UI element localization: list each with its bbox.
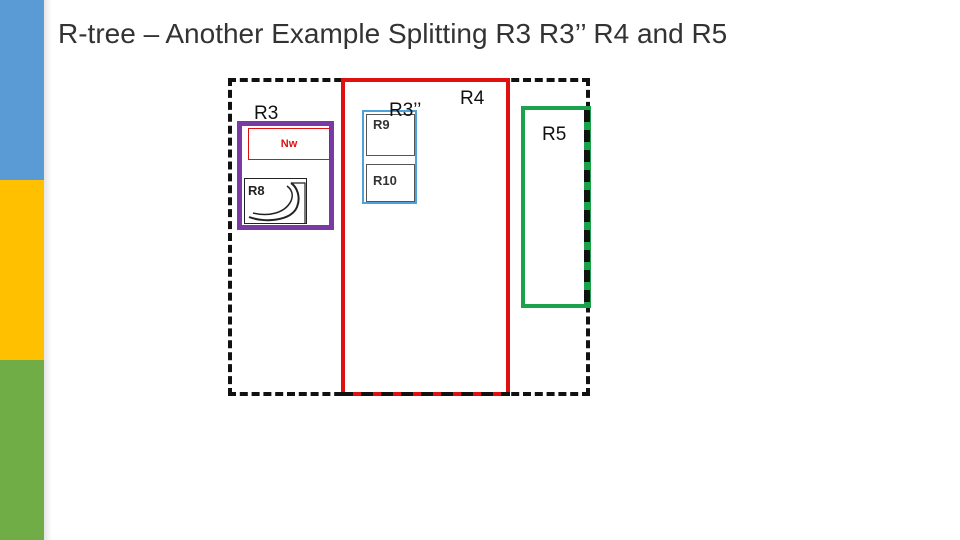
- r10-box: R10: [366, 164, 415, 202]
- r9-label: R9: [373, 117, 390, 132]
- r3pp-label: R3’’: [389, 100, 422, 121]
- slide-title: R-tree – Another Example Splitting R3 R3…: [58, 18, 728, 49]
- r3-rectangle: [237, 121, 334, 230]
- accent-band-yellow: [0, 180, 44, 360]
- nw-box: Nw: [248, 128, 330, 160]
- accent-band-blue: [0, 0, 44, 180]
- r4-label: R4: [460, 88, 485, 109]
- r3pp-rectangle: R9 R10: [362, 110, 417, 204]
- r10-label: R10: [373, 173, 397, 188]
- nw-label: Nw: [280, 138, 298, 150]
- r9-box: R9: [366, 114, 415, 156]
- r5-right-dash-overlay: [584, 110, 590, 304]
- accent-band-shadow: [44, 0, 52, 540]
- r8-box: R8: [244, 178, 307, 224]
- r8-shape-icon: [248, 182, 306, 223]
- r3-label: R3: [254, 103, 279, 124]
- r4-bottom-dash-overlay: [341, 392, 510, 396]
- accent-band-green: [0, 360, 44, 540]
- r5-label: R5: [542, 124, 567, 145]
- r8-label: R8: [248, 183, 265, 198]
